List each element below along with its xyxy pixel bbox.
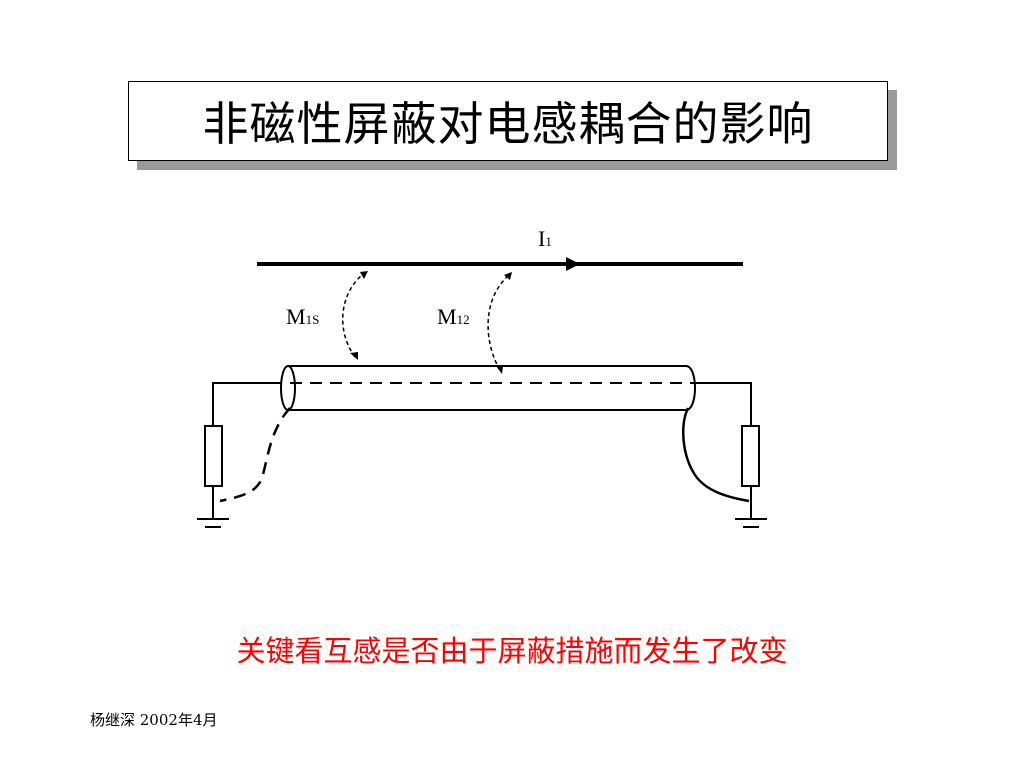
right-load-resistor xyxy=(741,425,760,487)
current-direction-arrow xyxy=(566,257,580,271)
shield-left-end xyxy=(280,365,296,411)
m1s-coupling-arrow xyxy=(342,271,367,358)
key-note: 关键看互感是否由于屏蔽措施而发生了改变 xyxy=(236,634,788,668)
m12-arrowhead-top xyxy=(504,272,512,280)
left-load-resistor xyxy=(204,425,223,487)
m12-arrowhead-bottom xyxy=(496,366,503,374)
m1s-arrowhead-top xyxy=(360,271,368,279)
title-box: 非磁性屏蔽对电感耦合的影响 xyxy=(128,81,888,161)
m1s-arrowhead-bottom xyxy=(350,352,358,360)
left-shield-drain xyxy=(219,407,291,503)
page-title: 非磁性屏蔽对电感耦合的影响 xyxy=(202,97,814,151)
m12-coupling-arrow xyxy=(487,273,511,371)
right-conductor xyxy=(690,382,752,426)
m1s-label: M1S xyxy=(286,304,319,329)
right-shield-ground-wire xyxy=(682,407,750,503)
current-label: I1 xyxy=(538,226,552,251)
author-date-footer: 杨继深 2002年4月 xyxy=(90,711,218,729)
left-conductor xyxy=(212,382,282,426)
shield-right-end xyxy=(685,365,696,411)
m12-label: M12 xyxy=(437,304,470,329)
